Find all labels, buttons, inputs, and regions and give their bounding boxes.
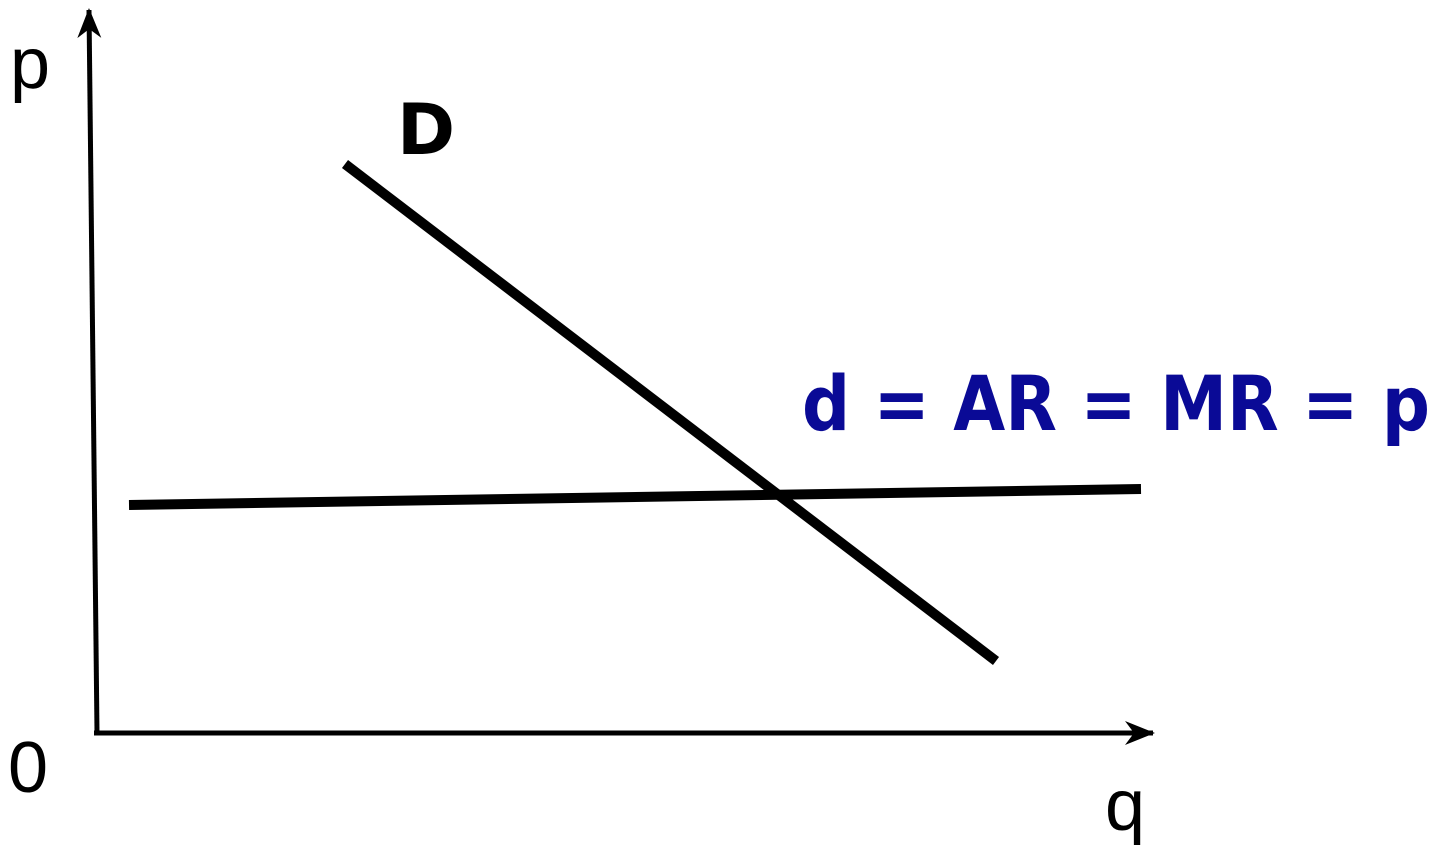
demand-curve	[341, 160, 1000, 665]
demand-curve-label: D	[397, 89, 455, 171]
y-axis	[77, 8, 102, 734]
firm-demand-line	[128, 484, 1142, 510]
firm-demand-label: d = AR = MR = p	[802, 359, 1430, 448]
y-axis-label: p	[10, 24, 50, 104]
origin-label: 0	[8, 728, 48, 808]
x-axis-label: q	[1105, 766, 1145, 846]
